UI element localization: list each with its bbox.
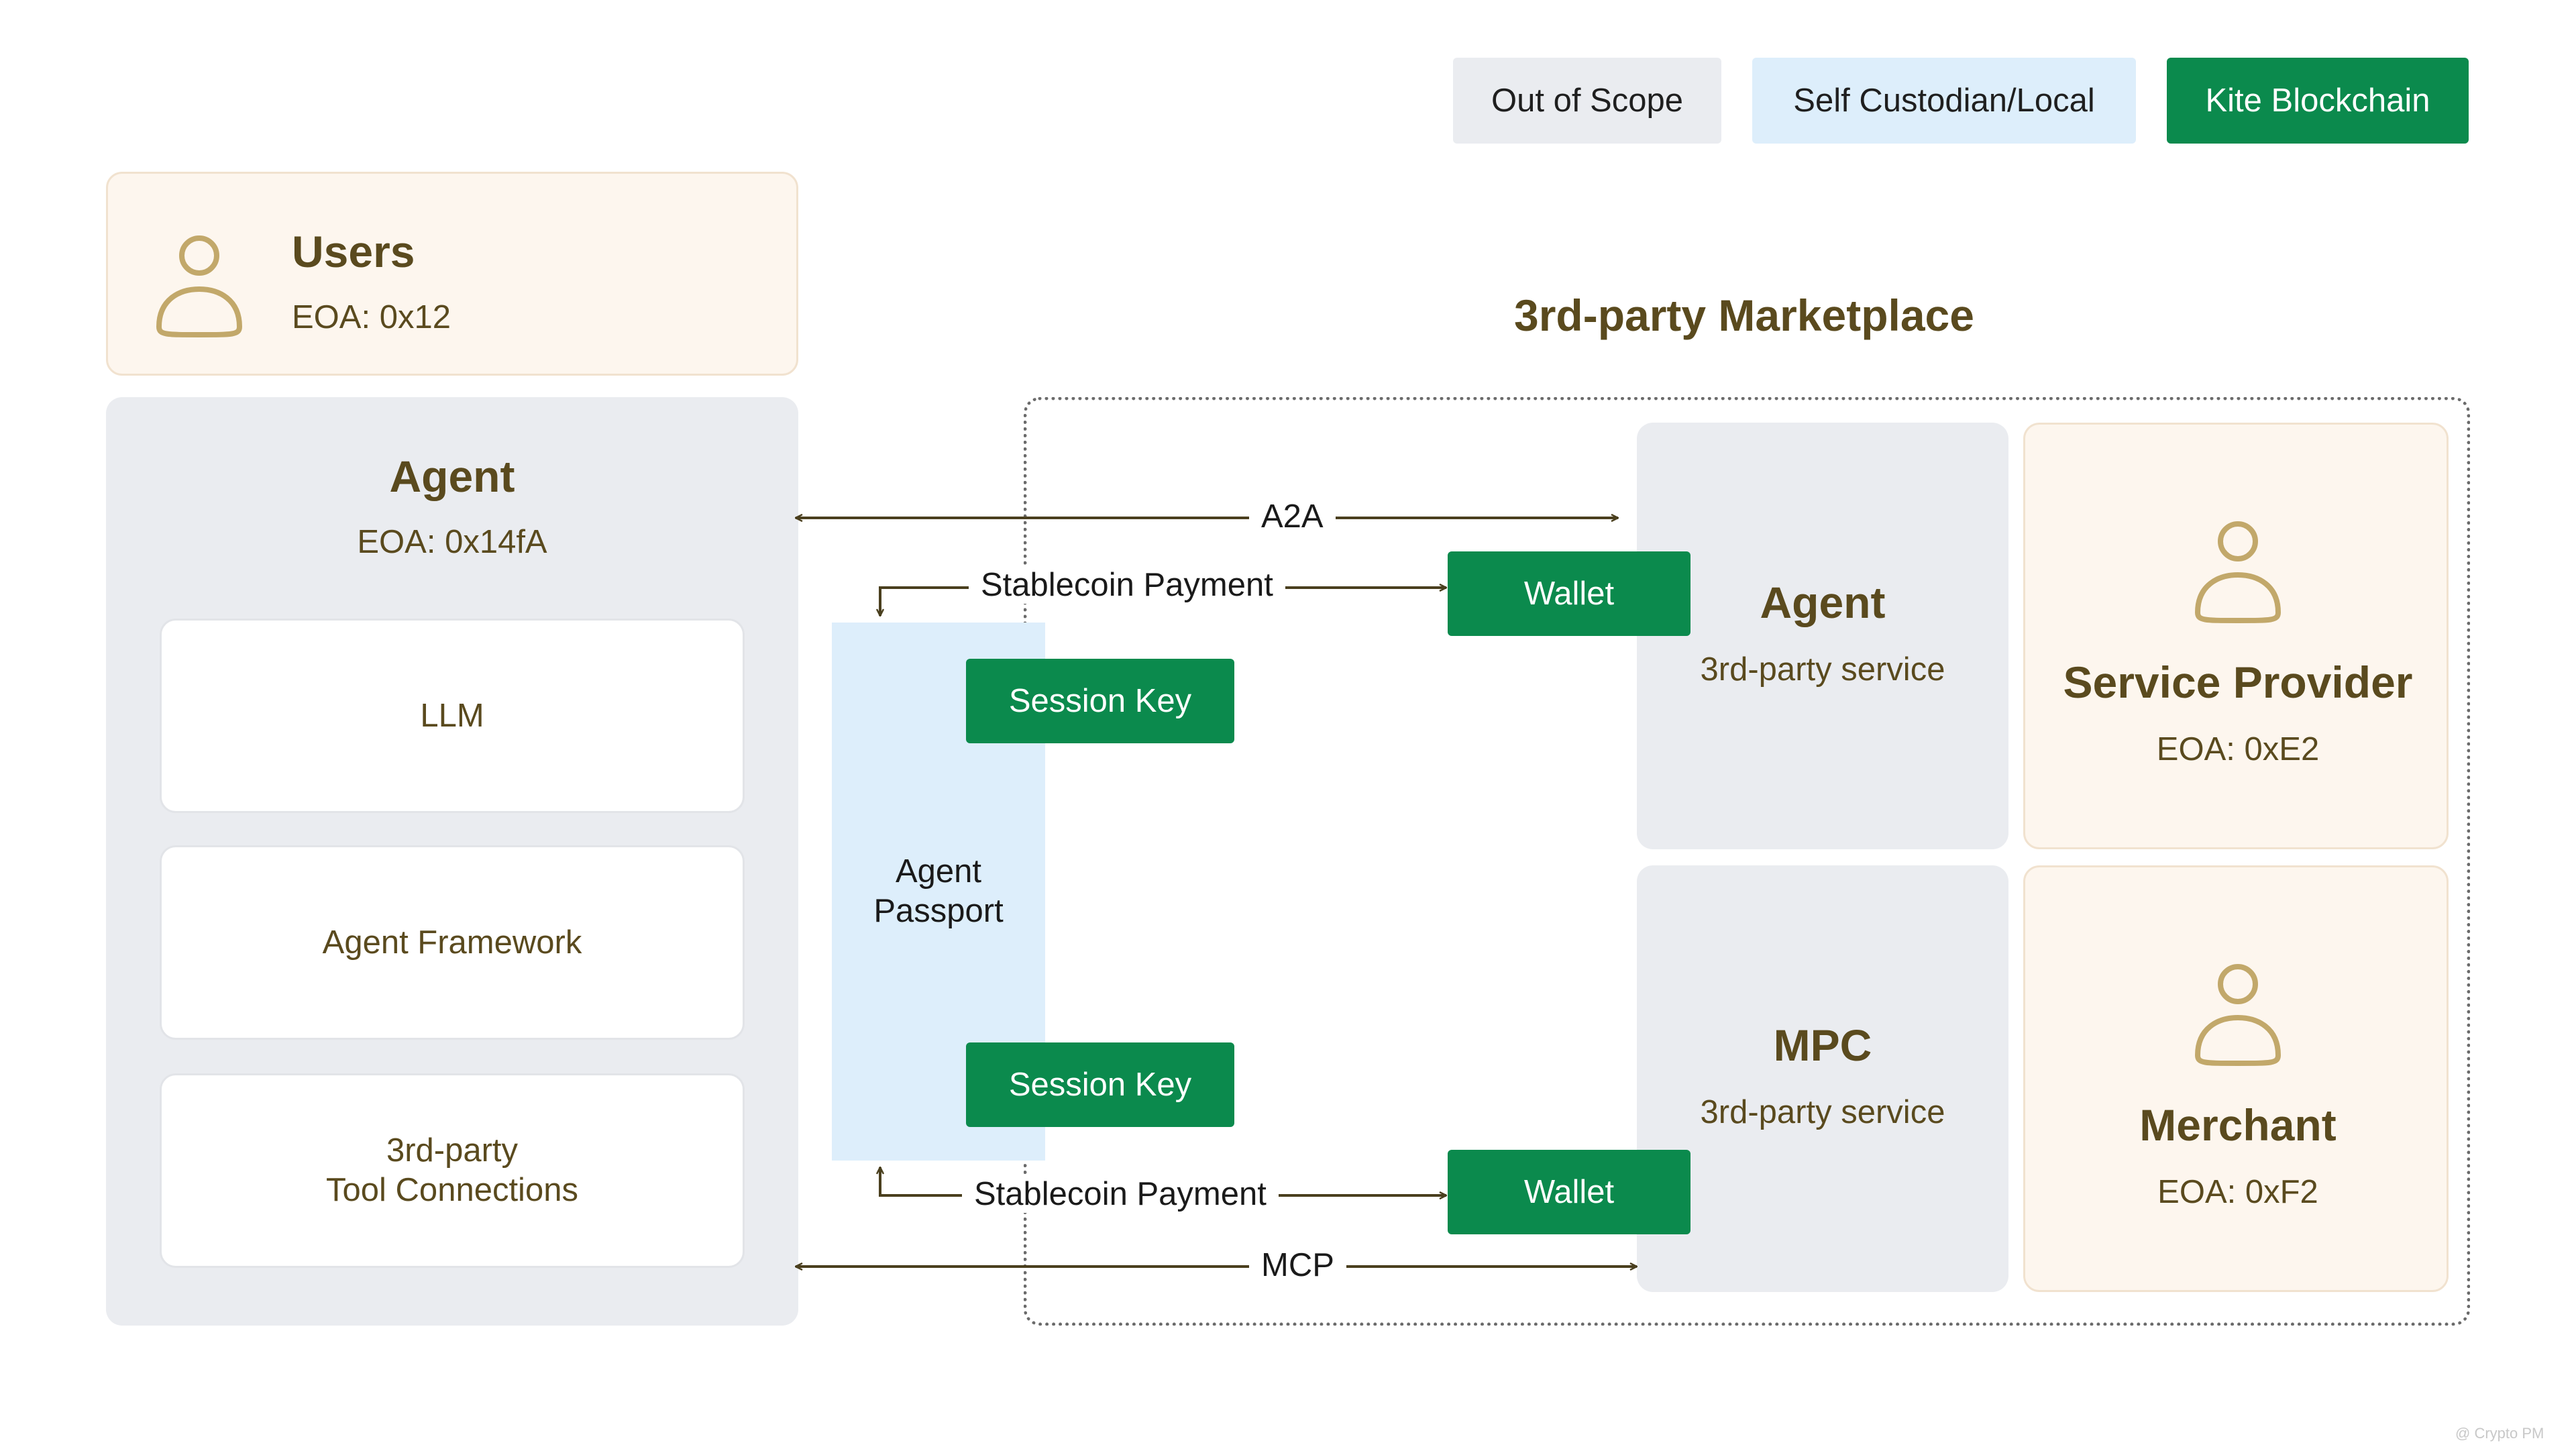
legend-out-of-scope: Out of Scope	[1453, 58, 1721, 144]
a2a-label: A2A	[1249, 498, 1336, 535]
users-panel: Users EOA: 0x12	[106, 172, 798, 376]
agent-panel: Agent EOA: 0x14fA LLM Agent Framework 3r…	[106, 397, 798, 1326]
service-provider-title: Service Provider	[2063, 657, 2413, 707]
agent-title: Agent	[389, 451, 515, 501]
stablecoin-top-label: Stablecoin Payment	[969, 566, 1285, 604]
mcp-label: MCP	[1249, 1246, 1346, 1284]
session-key-top: Session Key	[966, 659, 1234, 743]
service-provider-user-icon	[2194, 521, 2282, 623]
watermark: @ Crypto PM	[2455, 1425, 2544, 1442]
merchant-title: Merchant	[2139, 1100, 2337, 1150]
service-provider-eoa: EOA: 0xE2	[2156, 731, 2320, 767]
users-eoa: EOA: 0x12	[292, 299, 451, 335]
service-provider-panel: Service Provider EOA: 0xE2	[2023, 423, 2449, 849]
user-icon	[156, 235, 243, 337]
wallet-bottom: Wallet	[1448, 1150, 1690, 1234]
stablecoin-bottom-label: Stablecoin Payment	[962, 1175, 1279, 1213]
users-title: Users	[292, 227, 415, 276]
agent-service-title: Agent	[1760, 578, 1886, 627]
mpc-service-title: MPC	[1773, 1020, 1872, 1070]
merchant-eoa: EOA: 0xF2	[2157, 1174, 2318, 1210]
agent-passport-label: Agent Passport	[873, 853, 1004, 929]
agent-framework-card: Agent Framework	[160, 845, 745, 1040]
merchant-user-icon	[2194, 964, 2282, 1066]
agent-eoa: EOA: 0x14fA	[357, 524, 547, 560]
llm-card: LLM	[160, 619, 745, 813]
legend-kite-blockchain: Kite Blockchain	[2167, 58, 2469, 144]
agent-service-sub: 3rd-party service	[1700, 651, 1945, 688]
legend-self-custodian: Self Custodian/Local	[1752, 58, 2136, 144]
mpc-service-sub: 3rd-party service	[1700, 1094, 1945, 1130]
marketplace-title: 3rd-party Marketplace	[1514, 290, 1974, 340]
tool-connections-card: 3rd-party Tool Connections	[160, 1073, 745, 1268]
agent-service-panel: Agent 3rd-party service	[1637, 423, 2008, 849]
merchant-panel: Merchant EOA: 0xF2	[2023, 865, 2449, 1292]
wallet-top: Wallet	[1448, 551, 1690, 636]
mpc-service-panel: MPC 3rd-party service	[1637, 865, 2008, 1292]
session-key-bottom: Session Key	[966, 1042, 1234, 1127]
